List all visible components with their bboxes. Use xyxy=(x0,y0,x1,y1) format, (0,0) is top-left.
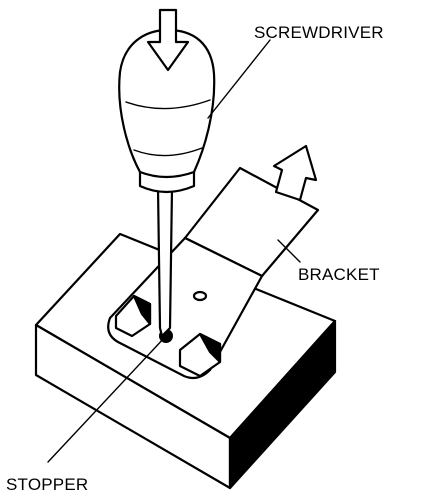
leader-screwdriver xyxy=(207,39,271,119)
block-side-face xyxy=(228,319,337,490)
label-bracket: BRACKET xyxy=(298,265,380,284)
label-screwdriver: SCREWDRIVER xyxy=(254,23,384,42)
stopper-clips xyxy=(114,294,222,378)
stopper-clip-left-shade xyxy=(132,294,152,326)
screwdriver-handle-ridge-2 xyxy=(133,147,203,157)
leader-stopper xyxy=(47,335,167,463)
screwdriver-handle-ridge xyxy=(125,99,211,110)
bracket-hole xyxy=(192,290,208,302)
screwdriver-handle xyxy=(118,28,216,179)
leader-lines xyxy=(47,39,301,463)
leader-bracket xyxy=(277,239,301,263)
push-down-arrow-icon xyxy=(146,8,190,72)
screwdriver-shaft xyxy=(156,186,174,338)
screwdriver xyxy=(118,8,216,338)
stopper-clip-right-shade xyxy=(198,332,222,364)
pull-out-arrow-icon xyxy=(272,144,318,202)
bracket-edge xyxy=(117,341,185,377)
label-stopper: STOPPER xyxy=(6,475,88,494)
